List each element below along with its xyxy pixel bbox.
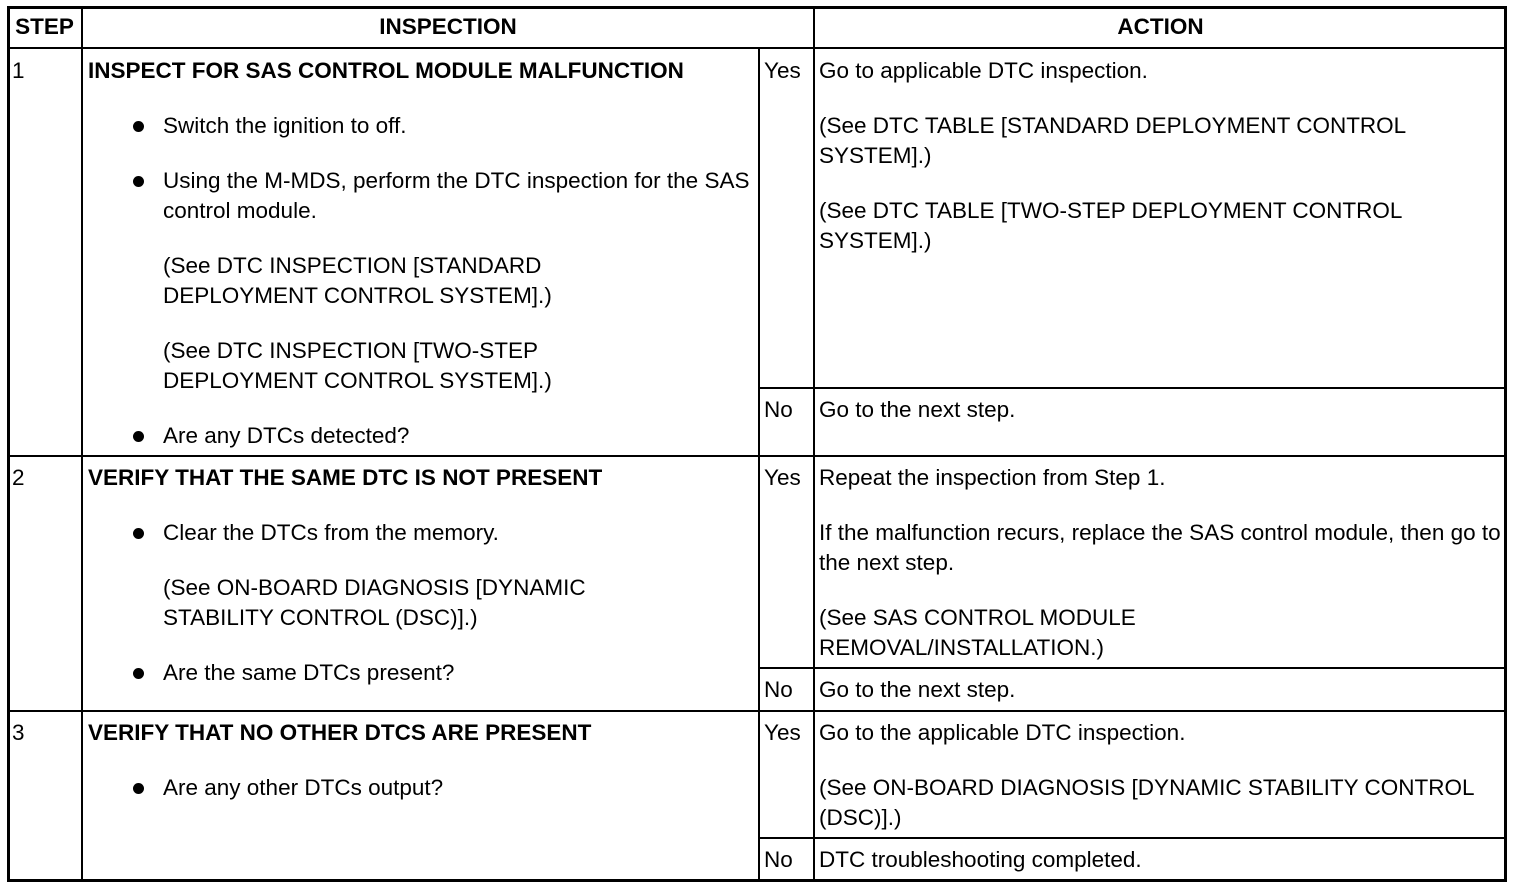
bullet-item: Are any other DTCs output?: [88, 773, 756, 803]
yes-label: Yes: [764, 465, 801, 490]
step-number: 1: [12, 58, 25, 83]
yes-label: Yes: [764, 720, 801, 745]
bullet-item: Are the same DTCs present?: [88, 658, 756, 688]
bullet-item: Switch the ignition to off.: [88, 111, 756, 141]
yes-action-cell: Go to applicable DTC inspection. (See DT…: [819, 56, 1503, 256]
step-title: VERIFY THAT THE SAME DTC IS NOT PRESENT: [88, 465, 603, 490]
header-step: STEP: [15, 14, 74, 39]
reference-note: (See DTC INSPECTION [STANDARD DEPLOYMENT…: [163, 253, 552, 308]
table-grid-lines: [7, 6, 1507, 882]
action-text: (See DTC TABLE [TWO-STEP DEPLOYMENT CONT…: [819, 198, 1402, 253]
header-action: ACTION: [1117, 14, 1204, 39]
step-number: 2: [12, 465, 25, 490]
no-action-text: Go to the next step.: [819, 397, 1016, 422]
action-text: Go to applicable DTC inspection.: [819, 58, 1148, 83]
no-label: No: [764, 677, 793, 702]
step-title: INSPECT FOR SAS CONTROL MODULE MALFUNCTI…: [88, 58, 684, 83]
inspection-cell: INSPECT FOR SAS CONTROL MODULE MALFUNCTI…: [88, 56, 756, 476]
action-text: (See SAS CONTROL MODULE REMOVAL/INSTALLA…: [819, 605, 1136, 660]
no-action-text: Go to the next step.: [819, 677, 1016, 702]
step-number: 3: [12, 720, 25, 745]
action-text: Go to the applicable DTC inspection.: [819, 720, 1186, 745]
yes-label: Yes: [764, 58, 801, 83]
no-label: No: [764, 847, 793, 872]
action-text: Repeat the inspection from Step 1.: [819, 465, 1166, 490]
yes-action-cell: Repeat the inspection from Step 1. If th…: [819, 463, 1503, 663]
no-action-text: DTC troubleshooting completed.: [819, 847, 1142, 872]
action-text: (See ON-BOARD DIAGNOSIS [DYNAMIC STABILI…: [819, 775, 1474, 830]
dtc-inspection-table: STEP INSPECTION ACTION 1 INSPECT FOR SAS…: [7, 6, 1507, 882]
no-label: No: [764, 397, 793, 422]
inspection-cell: VERIFY THAT THE SAME DTC IS NOT PRESENT …: [88, 463, 756, 713]
action-text: If the malfunction recurs, replace the S…: [819, 520, 1501, 575]
reference-note: (See DTC INSPECTION [TWO-STEP DEPLOYMENT…: [163, 338, 552, 393]
inspection-cell: VERIFY THAT NO OTHER DTCS ARE PRESENT Ar…: [88, 718, 756, 828]
reference-note: (See ON-BOARD DIAGNOSIS [DYNAMIC STABILI…: [163, 575, 586, 630]
header-inspection: INSPECTION: [379, 14, 517, 39]
bullet-item: Clear the DTCs from the memory.: [88, 518, 756, 548]
action-text: (See DTC TABLE [STANDARD DEPLOYMENT CONT…: [819, 113, 1406, 168]
bullet-item: Using the M-MDS, perform the DTC inspect…: [88, 166, 756, 226]
step-title: VERIFY THAT NO OTHER DTCS ARE PRESENT: [88, 720, 592, 745]
yes-action-cell: Go to the applicable DTC inspection. (Se…: [819, 718, 1503, 833]
bullet-item: Are any DTCs detected?: [88, 421, 756, 451]
